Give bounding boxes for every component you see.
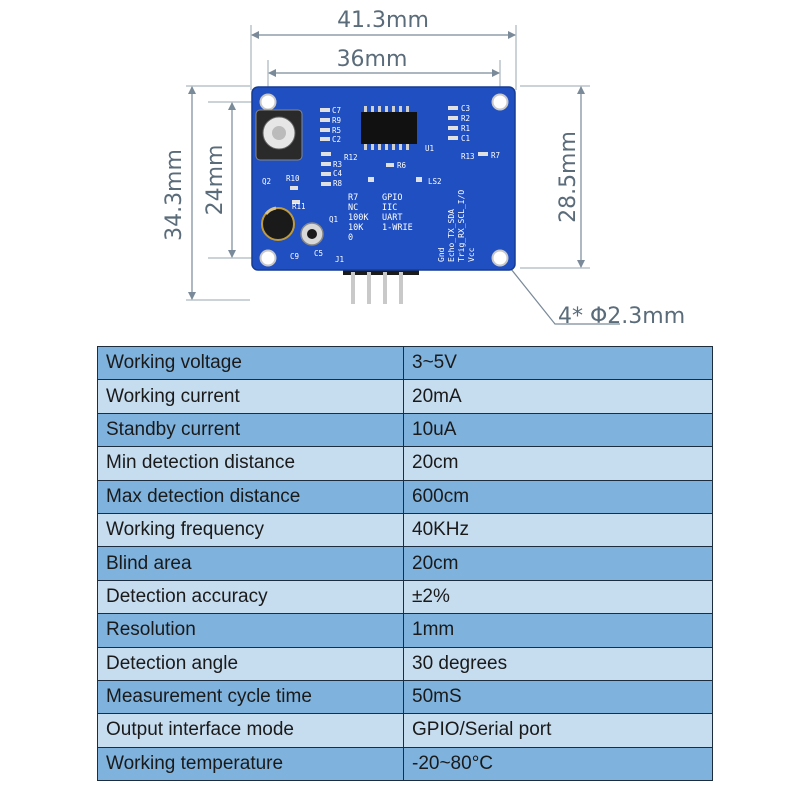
silk-r9: R9 (332, 116, 341, 125)
spec-name-cell: Standby current (97, 412, 404, 448)
silk-c1: C1 (461, 134, 470, 143)
silk-mode-1: UART (382, 213, 402, 223)
spec-value-cell: 20mA (403, 379, 713, 414)
spec-row: Detection accuracy±2% (97, 579, 713, 615)
spec-name-cell: Max detection distance (97, 479, 404, 514)
capacitor-c9 (261, 207, 295, 241)
module-dimension-diagram: 41.3mm 36mm 34.3mm 24mm 28.5mm 4* Φ2.3mm (162, 8, 685, 329)
silk-r3: R3 (333, 160, 342, 169)
silk-r13: R13 (461, 152, 475, 161)
silk-mode-2: 1-WRIE (382, 223, 413, 233)
silk-c7: C7 (332, 106, 341, 115)
spec-value-cell: 50mS (403, 679, 713, 715)
silk-pin-trig: Trig_RX_SCL_I/O (457, 190, 466, 262)
spec-name-cell: Output interface mode (97, 713, 404, 748)
silk-c3: C3 (461, 104, 470, 113)
silk-u1: U1 (425, 144, 434, 153)
spec-value-cell: 30 degrees (403, 646, 713, 681)
hole-spacing-y-label: 24mm (203, 145, 228, 216)
ic-u1 (361, 112, 417, 144)
silk-c5: C5 (314, 249, 323, 258)
silk-j1: J1 (335, 255, 344, 264)
silk-mode-res-3: 0 (348, 233, 353, 243)
spec-value-cell: 20cm (403, 546, 713, 581)
spec-name-cell: Working frequency (97, 512, 404, 548)
silk-pin-echo: Echo_TX_SDA (447, 209, 456, 262)
spec-name-cell: Resolution (97, 613, 404, 648)
silk-mode-res-0: NC (348, 203, 358, 213)
pcb-board: C7 R9 R5 C2 R12 C4 R3 R8 R10 Q2 R11 Q1 C… (251, 86, 516, 271)
hole-callout-leader (506, 263, 620, 325)
silk-ls2: LS2 (428, 177, 442, 186)
spec-value-cell: 1mm (403, 613, 713, 648)
outer-width-label: 41.3mm (337, 8, 429, 33)
silk-q2: Q2 (262, 177, 271, 186)
spec-value-cell: 600cm (403, 479, 713, 514)
silk-pin-gnd: Gnd (437, 247, 446, 262)
silk-r12: R12 (344, 153, 358, 162)
silk-c2: C2 (332, 135, 341, 144)
spec-value-cell: 20cm (403, 446, 713, 481)
silk-r5: R5 (332, 126, 341, 135)
silk-c4: C4 (333, 169, 343, 178)
spec-value-cell: ±2% (403, 579, 713, 615)
silk-r2: R2 (461, 114, 470, 123)
spec-value-cell: 40KHz (403, 512, 713, 548)
mounting-hole-tl (259, 93, 277, 111)
spec-value-cell: -20~80°C (403, 746, 713, 782)
silk-r8: R8 (333, 179, 343, 188)
spec-name-cell: Detection angle (97, 646, 404, 681)
silk-mode-res-2: 10K (348, 223, 364, 233)
mounting-hole-bl (259, 249, 277, 267)
spec-value-cell: GPIO/Serial port (403, 713, 713, 748)
silk-r1: R1 (461, 124, 470, 133)
outer-height-label: 34.3mm (162, 149, 187, 241)
spec-name-cell: Measurement cycle time (97, 679, 404, 715)
mounting-hole-tr (491, 93, 509, 111)
silk-mode-header-r7: R7 (348, 193, 358, 203)
spec-name-cell: Working current (97, 379, 404, 414)
spec-value-cell: 10uA (403, 412, 713, 448)
spec-name-cell: Blind area (97, 546, 404, 581)
spec-value-cell: 3~5V (403, 345, 713, 381)
silk-r7-top: R7 (491, 151, 500, 160)
spec-name-cell: Min detection distance (97, 446, 404, 481)
silk-q1: Q1 (329, 215, 338, 224)
silk-mode-0: IIC (382, 203, 397, 213)
spec-name-cell: Working temperature (97, 746, 404, 782)
mounting-hole-br (491, 249, 509, 267)
spec-name-cell: Detection accuracy (97, 579, 404, 615)
hole-spacing-x-label: 36mm (337, 47, 408, 72)
silk-r10: R10 (286, 174, 300, 183)
silk-pin-vcc: Vcc (467, 247, 476, 262)
hole-callout-label: 4* Φ2.3mm (558, 304, 685, 329)
silk-c9: C9 (290, 252, 299, 261)
spec-row: Working temperature-20~80°C (97, 746, 713, 782)
silk-mode-res-1: 100K (348, 213, 369, 223)
silk-mode-header-gpio: GPIO (382, 193, 402, 203)
silk-r6: R6 (397, 161, 407, 170)
silk-r11: R11 (292, 202, 306, 211)
spec-name-cell: Working voltage (97, 345, 404, 381)
hole-spacing-y-right-label: 28.5mm (556, 131, 581, 223)
